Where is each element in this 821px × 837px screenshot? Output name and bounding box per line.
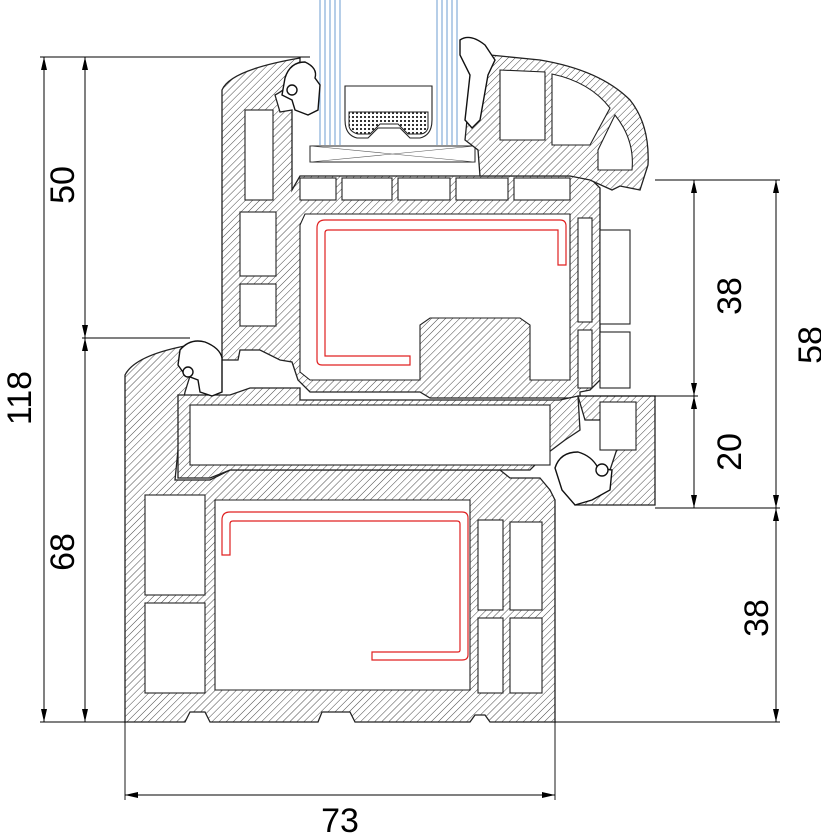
frame-lip-chamber [599, 401, 637, 451]
sash-right-chamber-3 [599, 229, 631, 325]
bead-cell-2 [341, 177, 393, 201]
frame-main-chamber [214, 499, 471, 691]
frame-outer-gasket [177, 340, 223, 397]
dimension-right-lower: 38 [555, 508, 780, 723]
glass-pane-inner [436, 0, 458, 145]
sash-chamber-2 [239, 283, 277, 327]
sash-outer-gasket-bulb [286, 84, 298, 96]
bead-cell-5 [513, 177, 571, 201]
sash-steel-reinforcement [316, 219, 567, 366]
center-gasket-bulb [595, 463, 609, 477]
spacer-desiccant [348, 111, 429, 135]
glazing-bead-cavity-3 [597, 113, 633, 171]
frame-right-chamber-1 [477, 519, 504, 611]
sash-right-chamber-2 [577, 329, 593, 389]
gaskets [177, 61, 613, 506]
glazing-block-cross [309, 145, 476, 163]
frame-chamber-left-2 [144, 602, 206, 694]
bead-cell-1 [299, 177, 337, 201]
glazing-unit [309, 0, 476, 163]
dimension-frame-height: 68 [44, 338, 88, 722]
frame-outer-gasket-bulb [182, 366, 194, 378]
label-right-upper: 38 [711, 277, 749, 315]
frame-right-chamber-3 [509, 521, 543, 611]
frame-chamber-left-1 [144, 494, 206, 596]
sash-outer-gasket [281, 61, 321, 116]
sash-chamber-3 [244, 109, 274, 201]
bead-cell-4 [455, 177, 509, 201]
dimension-sash-height: 50 [44, 57, 190, 339]
frame-upper-void [189, 404, 551, 466]
steel-reinforcements [221, 219, 567, 661]
frame-steel-reinforcement [221, 511, 469, 661]
glass-pane-outer [319, 0, 341, 145]
label-sash-height: 50 [44, 166, 82, 204]
label-right-total: 58 [792, 326, 821, 364]
frame-right-chamber-4 [509, 617, 543, 694]
glazing-bead-cavity-1 [499, 69, 546, 141]
sash-right-chamber-4 [599, 331, 631, 389]
frame-profile [124, 344, 656, 723]
glazing-bead [459, 36, 649, 191]
dimension-overall-width: 73 [124, 722, 556, 837]
dimension-right-upper: 38 [580, 180, 749, 397]
sash-right-chamber-1 [577, 217, 593, 323]
glazing-gasket-inner [459, 36, 496, 130]
label-right-lower: 38 [738, 599, 776, 637]
dimension-right-total: 58 [655, 179, 821, 509]
sash-main-chamber [299, 213, 571, 381]
dimension-right-middle: 20 [691, 396, 749, 508]
label-frame-height: 68 [44, 533, 82, 571]
sash-chamber-1 [239, 211, 277, 277]
frame-right-chamber-2 [477, 617, 504, 694]
bead-cell-3 [397, 177, 451, 201]
glazing-bead-cavity-2 [551, 73, 611, 146]
label-overall-width: 73 [321, 802, 359, 837]
label-right-middle: 20 [711, 433, 749, 471]
label-overall-height: 118 [1, 371, 39, 425]
center-gasket [554, 451, 613, 506]
